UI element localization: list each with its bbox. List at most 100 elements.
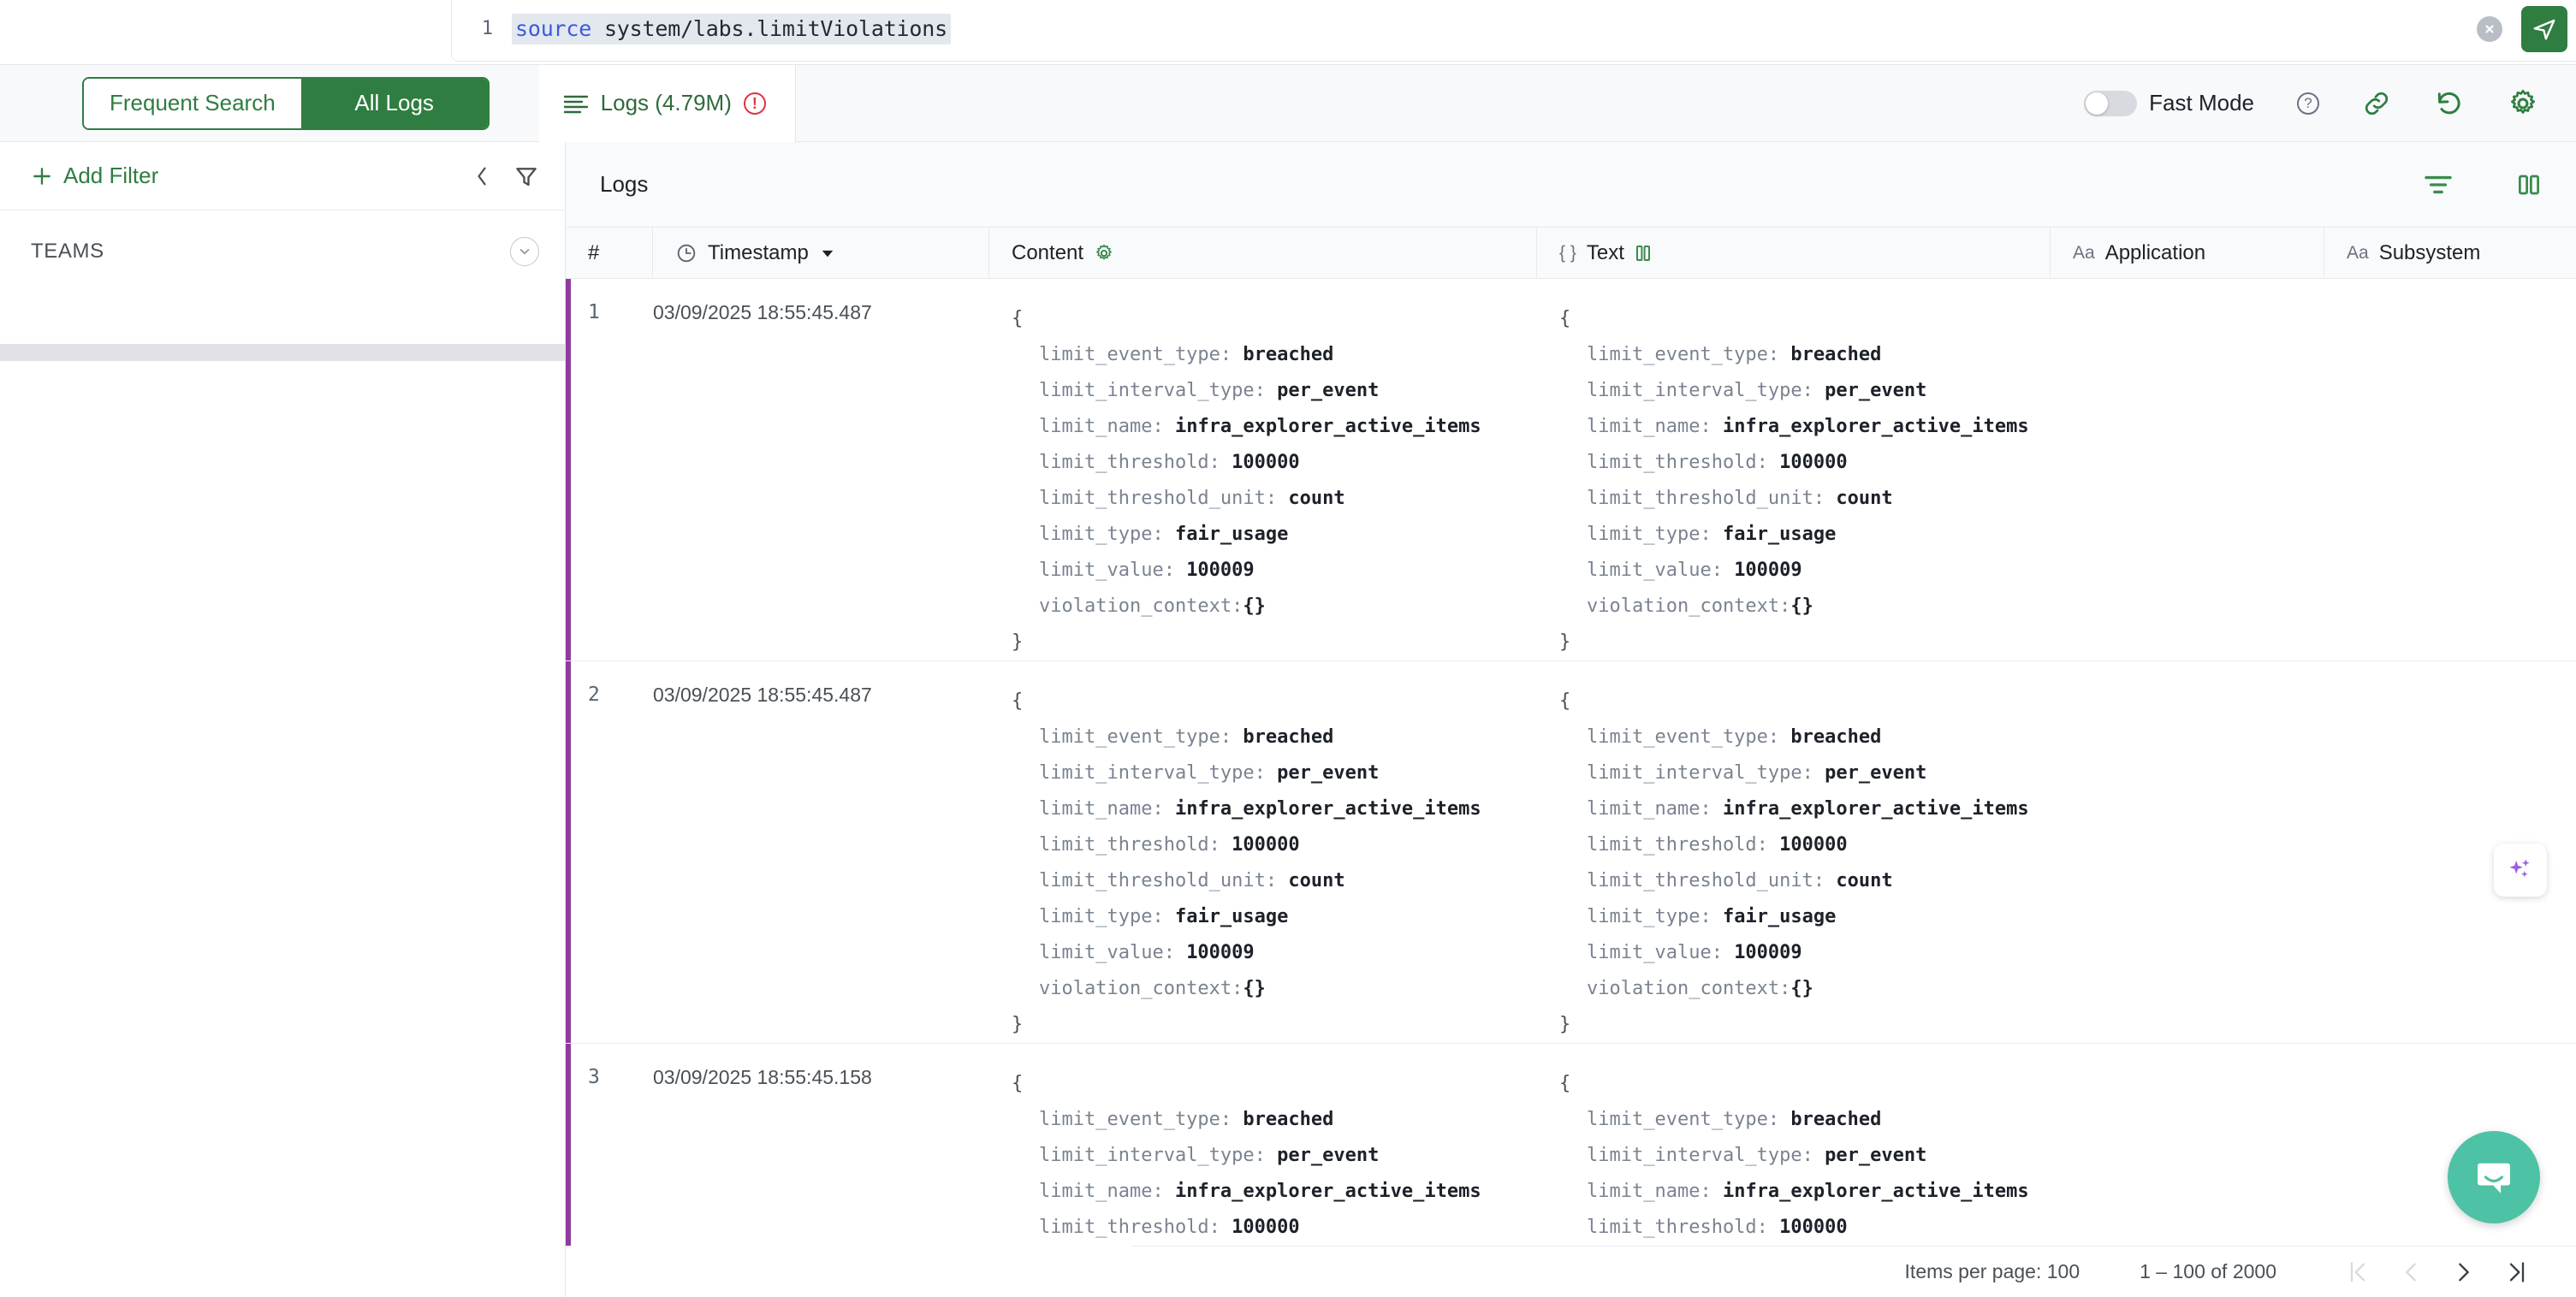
- json-value: breached: [1790, 1109, 1882, 1130]
- col-label-subsystem: Subsystem: [2378, 240, 2481, 264]
- col-header-timestamp[interactable]: Timestamp: [653, 227, 989, 279]
- json-field: limit_interval_type: per_event: [1012, 1138, 1536, 1174]
- toolbar-right-group: Fast Mode ?: [2084, 88, 2576, 119]
- gear-icon[interactable]: [1094, 243, 1114, 264]
- json-value: 100000: [1232, 1217, 1300, 1238]
- json-value: breached: [1790, 726, 1882, 748]
- columns-view-icon[interactable]: [1635, 244, 1652, 263]
- json-value: fair_usage: [1722, 524, 1837, 545]
- clear-query-icon[interactable]: [2477, 15, 2502, 42]
- warning-icon[interactable]: !: [743, 92, 766, 115]
- col-header-subsystem[interactable]: Aa Subsystem: [2324, 228, 2576, 279]
- json-open-brace: {: [1012, 1073, 1024, 1094]
- tab-all-logs[interactable]: All Logs: [300, 78, 488, 128]
- sidebar-section-teams[interactable]: TEAMS: [0, 210, 565, 293]
- share-link-icon[interactable]: [2362, 89, 2391, 118]
- sort-lines-icon[interactable]: [2424, 173, 2453, 197]
- add-filter-label: Add Filter: [63, 163, 159, 188]
- col-label-content: Content: [1012, 240, 1084, 264]
- last-page-button[interactable]: [2490, 1250, 2543, 1294]
- json-value: per_event: [1277, 380, 1380, 401]
- json-field: violation_context:{}: [1559, 971, 2050, 1007]
- json-value: infra_explorer_active_items: [1722, 1181, 2029, 1202]
- json-value: {}: [1243, 595, 1266, 617]
- json-field: limit_event_type: breached: [1012, 337, 1536, 373]
- sidebar-scrollbar[interactable]: [0, 344, 565, 361]
- json-key: limit_event_type:: [1587, 1109, 1791, 1130]
- json-key: limit_threshold_unit:: [1039, 488, 1289, 509]
- json-open-brace: {: [1559, 308, 1571, 329]
- first-page-button[interactable]: [2331, 1250, 2384, 1294]
- row-subsystem-cell: [2324, 279, 2576, 660]
- json-key: limit_type:: [1587, 906, 1723, 927]
- json-key: limit_name:: [1587, 416, 1723, 437]
- row-index: 1: [588, 301, 600, 323]
- json-key: limit_event_type:: [1587, 344, 1791, 365]
- sort-desc-icon[interactable]: [819, 245, 836, 262]
- col-header-application[interactable]: Aa Application: [2051, 227, 2324, 279]
- sidebar-filter-row: Add Filter: [0, 142, 565, 210]
- json-field: limit_type: fair_usage: [1559, 899, 2050, 935]
- next-page-button[interactable]: [2437, 1250, 2490, 1294]
- json-field: limit_value: 100009: [1559, 935, 2050, 971]
- run-query-button[interactable]: [2521, 5, 2567, 52]
- json-value: count: [1288, 488, 1345, 509]
- json-key: limit_threshold_unit:: [1587, 488, 1837, 509]
- chevron-down-icon[interactable]: [510, 237, 539, 266]
- send-icon: [2533, 19, 2555, 39]
- json-value: per_event: [1825, 380, 1927, 401]
- columns-view-icon[interactable]: [2516, 172, 2542, 198]
- logs-count-label: Logs (4.79M): [600, 90, 732, 115]
- json-value: per_event: [1277, 762, 1380, 784]
- editor-line-number: 1: [481, 18, 493, 39]
- filter-icon[interactable]: [513, 163, 539, 189]
- add-filter-button[interactable]: Add Filter: [31, 163, 158, 189]
- main-toolbar: Frequent Search All Logs Logs (4.79M) ! …: [0, 64, 2576, 142]
- gear-icon[interactable]: [2508, 88, 2538, 119]
- col-header-index[interactable]: #: [566, 227, 653, 279]
- chevron-left-icon[interactable]: [472, 164, 491, 188]
- logs-count-chip[interactable]: Logs (4.79M) !: [538, 64, 796, 142]
- previous-page-button[interactable]: [2384, 1250, 2437, 1294]
- json-value: per_event: [1825, 1145, 1927, 1166]
- items-per-page-label[interactable]: Items per page: 100: [1904, 1260, 2080, 1282]
- json-field: limit_name: infra_explorer_active_items: [1559, 409, 2050, 445]
- pagination-bar: Items per page: 100 1 – 100 of 2000: [1131, 1246, 2576, 1297]
- clock-icon: [677, 244, 696, 262]
- json-value: 100009: [1734, 560, 1802, 581]
- filters-sidebar: Add Filter TEAMS: [0, 142, 566, 1297]
- query-input[interactable]: source system/labs.limitViolations: [512, 13, 951, 44]
- col-header-text[interactable]: { } Text: [1537, 227, 2051, 279]
- ai-assistant-button[interactable]: [2494, 844, 2547, 897]
- help-icon[interactable]: ?: [2297, 92, 2319, 115]
- col-header-content[interactable]: Content: [989, 227, 1537, 279]
- json-key: limit_interval_type:: [1039, 1145, 1278, 1166]
- json-close-brace: }: [1559, 1014, 1571, 1035]
- json-key: limit_value:: [1039, 560, 1187, 581]
- json-value: infra_explorer_active_items: [1722, 416, 2029, 437]
- json-field: limit_event_type: breached: [1012, 720, 1536, 755]
- json-field: violation_context:{}: [1012, 589, 1536, 625]
- tab-frequent-search[interactable]: Frequent Search: [84, 78, 301, 128]
- chat-launcher-button[interactable]: [2448, 1131, 2540, 1223]
- json-key: limit_threshold:: [1039, 452, 1232, 473]
- fast-mode-toggle[interactable]: [2084, 90, 2138, 116]
- json-key: limit_name:: [1587, 1181, 1723, 1202]
- json-key: limit_threshold:: [1587, 834, 1780, 856]
- reset-icon[interactable]: [2434, 88, 2465, 119]
- json-field: limit_interval_type: per_event: [1559, 755, 2050, 791]
- col-label-timestamp: Timestamp: [708, 240, 809, 264]
